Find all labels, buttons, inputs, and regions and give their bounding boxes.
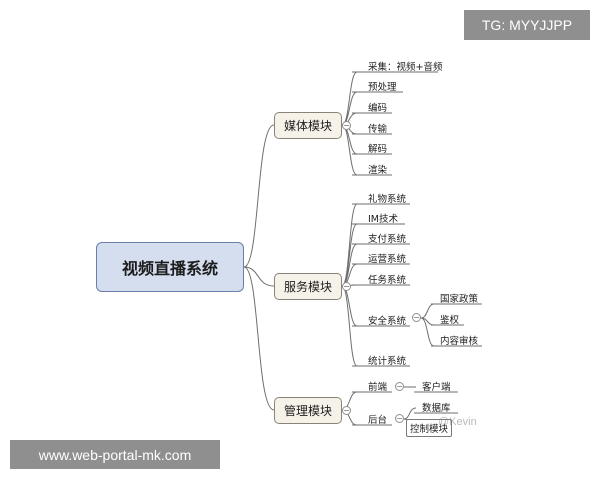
module-media[interactable]: 媒体模块	[274, 112, 342, 139]
node-service-task[interactable]: 任务系统	[368, 275, 407, 286]
node-media-encode[interactable]: 编码	[368, 103, 388, 114]
collapse-icon[interactable]: −	[395, 414, 404, 423]
root-node[interactable]: 视频直播系统	[96, 242, 244, 292]
collapse-icon[interactable]: −	[342, 406, 351, 415]
node-media-capture[interactable]: 采集：视频+音频	[368, 62, 443, 73]
collapse-icon[interactable]: −	[412, 313, 421, 322]
node-security-auth[interactable]: 鉴权	[440, 315, 460, 326]
node-backend-control[interactable]: 控制模块	[406, 419, 453, 437]
node-media-transport[interactable]: 传输	[368, 124, 388, 135]
node-service-security[interactable]: 安全系统	[368, 316, 407, 327]
node-service-im[interactable]: IM技术	[368, 214, 398, 225]
collapse-icon[interactable]: −	[342, 282, 351, 291]
collapse-icon[interactable]: −	[395, 382, 404, 391]
node-security-policy[interactable]: 国家政策	[440, 294, 479, 305]
edge-root-media	[243, 124, 275, 268]
node-manage-frontend[interactable]: 前端	[368, 382, 388, 393]
node-service-gift[interactable]: 礼物系统	[368, 194, 407, 205]
edge-root-service	[243, 266, 275, 287]
watermark-tag-bottom: www.web-portal-mk.com	[10, 440, 220, 469]
node-service-ops[interactable]: 运营系统	[368, 254, 407, 265]
module-manage[interactable]: 管理模块	[274, 397, 342, 424]
node-media-preprocess[interactable]: 预处理	[368, 82, 397, 93]
watermark-tag-top: TG: MYYJJPP	[464, 10, 590, 40]
module-service[interactable]: 服务模块	[274, 273, 342, 300]
watermark-author: @Kevin	[438, 416, 477, 428]
node-frontend-client[interactable]: 客户端	[422, 382, 451, 393]
node-service-pay[interactable]: 支付系统	[368, 234, 407, 245]
node-media-decode[interactable]: 解码	[368, 144, 388, 155]
node-service-stats[interactable]: 统计系统	[368, 356, 407, 367]
node-security-review[interactable]: 内容审核	[440, 336, 479, 347]
node-manage-backend[interactable]: 后台	[368, 415, 388, 426]
node-media-render[interactable]: 渲染	[368, 165, 388, 176]
collapse-icon[interactable]: −	[342, 121, 351, 130]
node-backend-db[interactable]: 数据库	[422, 403, 451, 414]
edge-root-manage	[243, 266, 275, 411]
